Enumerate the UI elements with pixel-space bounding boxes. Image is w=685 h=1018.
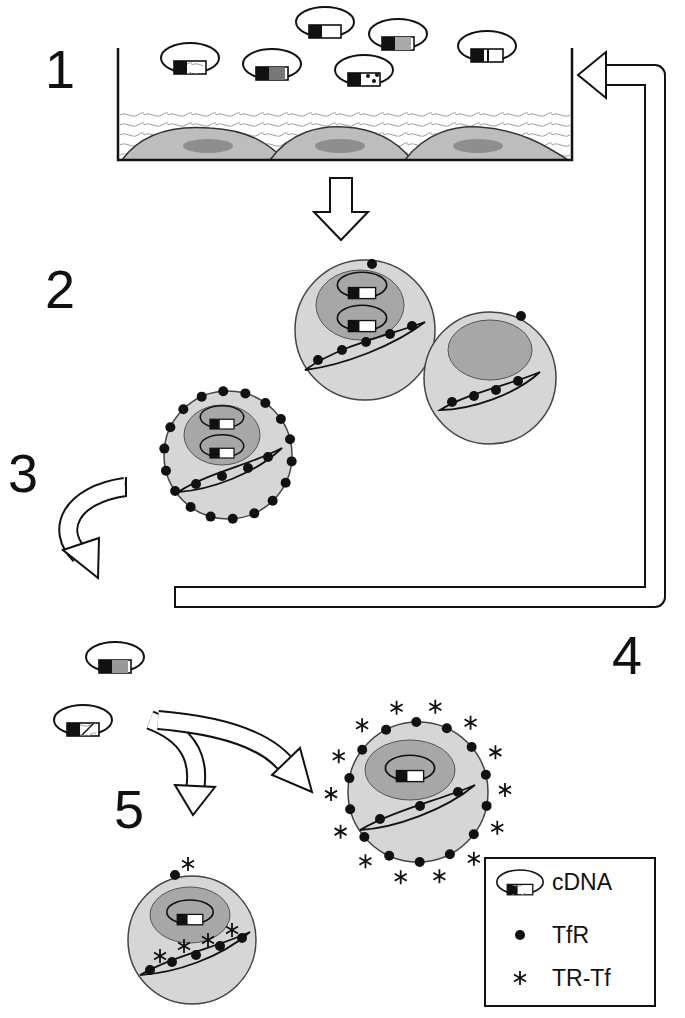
- step-number: 1: [45, 42, 75, 96]
- tr-tf-mark: [154, 949, 166, 963]
- tfr-dot: [313, 355, 323, 365]
- tr-tf-mark: [178, 939, 190, 953]
- tfr-dot: [385, 329, 395, 339]
- tr-tf-mark: [429, 700, 441, 714]
- tfr-dot: [359, 832, 369, 842]
- tr-tf-mark: [391, 701, 403, 715]
- tr-tf-internal-cell: [128, 857, 256, 1004]
- tfr-dot: [191, 479, 201, 489]
- legend-text: TfR: [552, 924, 589, 947]
- step-arrow: [63, 477, 126, 578]
- tr-tf-mark: [499, 783, 511, 797]
- step-number: 4: [612, 628, 642, 682]
- tr-tf-binding-cell: [348, 722, 488, 862]
- tfr-dot: [287, 456, 297, 466]
- tfr-dot: [285, 434, 295, 444]
- tfr-dot: [467, 742, 477, 752]
- tfr-dot: [345, 804, 355, 814]
- tr-tf-mark: [433, 869, 445, 883]
- tr-tf-mark: [325, 787, 337, 801]
- step-number: 3: [8, 446, 38, 500]
- tfr-dot: [415, 801, 425, 811]
- tfr-dot: [384, 851, 394, 861]
- tfr-dot: [491, 385, 501, 395]
- tfr-dot: [337, 345, 347, 355]
- tfr-dot: [482, 801, 492, 811]
- transfected-cell: [295, 259, 435, 400]
- tfr-dot: [165, 422, 175, 432]
- tfr-dot: [178, 404, 188, 414]
- tfr-dot: [411, 717, 421, 727]
- tr-tf-mark: [356, 718, 368, 732]
- tfr-dot: [276, 414, 286, 424]
- tfr-dot: [197, 392, 207, 402]
- tfr-dot: [407, 321, 417, 331]
- tfr-dot: [263, 452, 273, 462]
- tfr-dot: [249, 508, 259, 518]
- legend-text: TR-Tf: [552, 967, 611, 990]
- tfr-dot: [344, 773, 354, 783]
- tr-tf-mark: [395, 870, 407, 884]
- tfr-dot: [215, 941, 225, 951]
- tr-tf-mark: [335, 825, 347, 839]
- tfr-dot: [186, 502, 196, 512]
- step-arrow: [314, 178, 368, 240]
- tfr-dot: [415, 857, 425, 867]
- tfr-overexpressing-cell: [164, 391, 292, 519]
- untransfected-cell: [424, 311, 556, 444]
- tfr-dot: [191, 950, 201, 960]
- tfr-dot: [513, 376, 523, 386]
- tfr-dot: [237, 933, 247, 943]
- tfr-dot: [442, 723, 452, 733]
- tr-tf-mark: [359, 854, 371, 868]
- tfr-dot: [145, 965, 155, 975]
- tr-tf-mark: [202, 933, 214, 947]
- tfr-dot: [240, 388, 250, 398]
- tfr-dot: [481, 770, 491, 780]
- cdna-plasmids: [161, 7, 516, 86]
- tfr-dot: [268, 496, 278, 506]
- step-number: 5: [114, 782, 144, 836]
- tfr-dot: [361, 337, 371, 347]
- tfr-dot: [281, 478, 291, 488]
- tfr-dot: [228, 514, 238, 524]
- tfr-dot: [217, 471, 227, 481]
- step-number: 2: [45, 262, 75, 316]
- tr-tf-mark: [333, 749, 345, 763]
- tfr-dot: [447, 397, 457, 407]
- tr-tf-mark: [489, 745, 501, 759]
- legend-text: cDNA: [552, 871, 612, 894]
- tr-tf-mark: [465, 716, 477, 730]
- tfr-dot: [206, 512, 216, 522]
- tfr-dot: [167, 957, 177, 967]
- tfr-dot: [375, 814, 385, 824]
- step-arrow: [150, 720, 312, 815]
- tfr-dot: [357, 745, 367, 755]
- tfr-dot: [469, 391, 479, 401]
- tfr-dot: [453, 787, 463, 797]
- tfr-dot: [159, 444, 169, 454]
- selected-plasmids: [54, 642, 144, 736]
- tfr-dot: [161, 466, 171, 476]
- tfr-dot: [445, 849, 455, 859]
- tfr-dot: [243, 463, 253, 473]
- tfr-dot: [218, 386, 228, 396]
- tfr-dot: [381, 725, 391, 735]
- tfr-dot: [469, 829, 479, 839]
- legend-box: [485, 858, 655, 1006]
- tr-tf-mark: [226, 923, 238, 937]
- recycle-arrow: [175, 52, 655, 608]
- tr-tf-mark: [468, 852, 480, 866]
- tfr-dot: [260, 398, 270, 408]
- tfr-dot: [170, 486, 180, 496]
- tr-tf-mark: [491, 821, 503, 835]
